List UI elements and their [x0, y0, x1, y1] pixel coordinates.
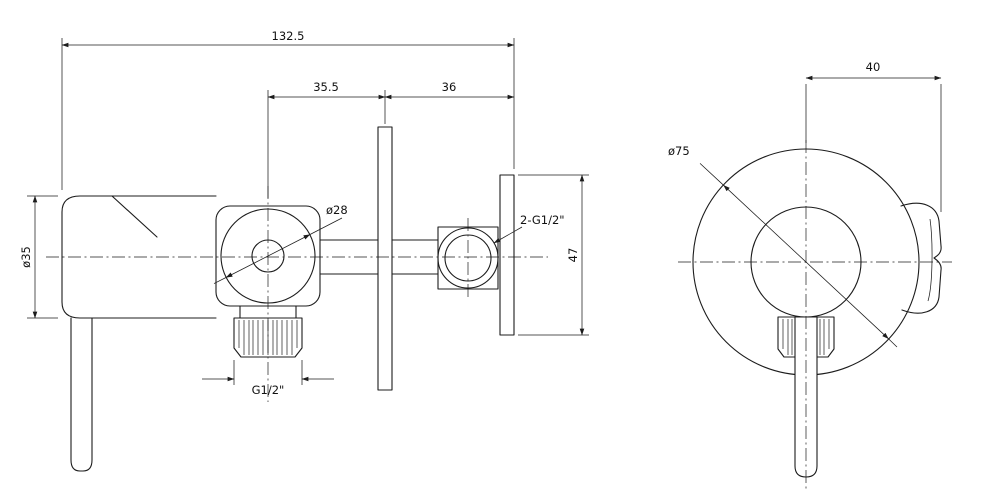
outlet-neck [239, 305, 297, 319]
dim-escutcheon-diameter-label: ø75 [668, 144, 690, 158]
ext-lines-union-height [518, 174, 589, 336]
dim-outlet-thread-label: G1/2" [252, 383, 285, 397]
dim-body-diameter-label: ø35 [19, 246, 33, 268]
wall-plate [377, 126, 393, 391]
side-view: 132.5 35.5 36 ø35 47 ø28 2-G1/2" G1/2" [19, 29, 589, 472]
lever-joint-line [111, 195, 158, 238]
dimline-cartridge-dia [225, 234, 311, 278]
dimline-escutcheon-dia [723, 184, 889, 340]
dim-overall-width-label: 132.5 [272, 29, 305, 43]
cartridge-dia-leader [213, 217, 343, 284]
dim-union-height-label: 47 [566, 248, 580, 263]
outlet-thread-hatch [238, 320, 298, 355]
ext-lines-overall [61, 38, 515, 190]
front-view: 40 ø75 [668, 60, 952, 492]
dim-cartridge-diameter-label: ø28 [326, 203, 348, 217]
escutcheon-dia-leader [699, 163, 898, 348]
inlet-thread-leader [493, 226, 523, 244]
ext-lines-holder-offset [805, 84, 942, 212]
wall-flange [499, 174, 515, 336]
outlet-thread-block [233, 317, 303, 358]
holder-bracket [900, 202, 942, 314]
dim-valve-to-wall-label: 35.5 [313, 80, 339, 94]
ext-lines-body-dia [27, 195, 58, 319]
ext-lines-wall [267, 90, 386, 198]
mixer-body-outline [61, 195, 217, 319]
dim-wall-section-label: 36 [442, 80, 457, 94]
dim-holder-offset-label: 40 [866, 60, 881, 74]
holder-bracket-detail [927, 218, 933, 302]
supply-pipe [319, 239, 439, 275]
dim-inlet-threads-label: 2-G1/2" [520, 213, 565, 227]
handle-lever-side [70, 317, 93, 472]
